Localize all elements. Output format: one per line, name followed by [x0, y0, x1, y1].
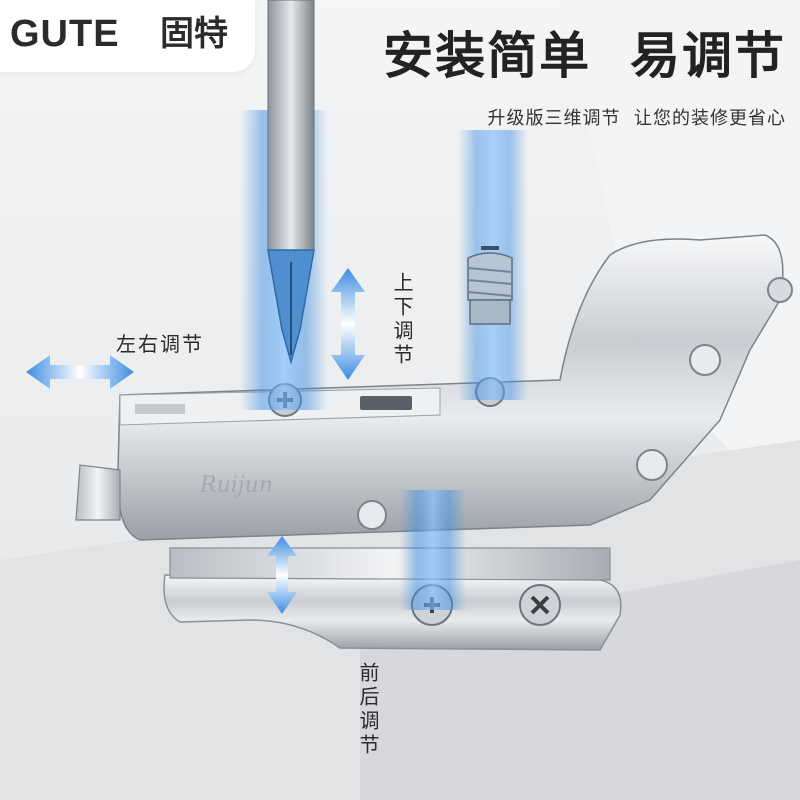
headline-title: 安装简单 易调节 — [383, 27, 786, 85]
arrow-up-down-icon — [331, 268, 365, 380]
brand-logo: GUTE 固特 — [0, 0, 255, 72]
label-front-back: 前后调节 — [356, 662, 380, 758]
label-left-right: 左右调节 — [116, 332, 204, 356]
screwdriver-icon — [267, 0, 315, 365]
label-up-down: 上下调节 — [390, 272, 414, 368]
arrow-left-right-icon — [26, 355, 134, 389]
brand-logo-latin: GUTE — [10, 13, 120, 55]
arrow-front-back-icon — [267, 536, 297, 614]
screw-icon — [467, 246, 513, 325]
brand-logo-cjk: 固特 — [160, 14, 228, 54]
hinge-engraving: Ruijun — [199, 473, 273, 498]
headline-subtitle: 升级版三维调节 让您的装修更省心 — [487, 108, 786, 129]
hinge-arm: Ruijun — [75, 234, 793, 541]
